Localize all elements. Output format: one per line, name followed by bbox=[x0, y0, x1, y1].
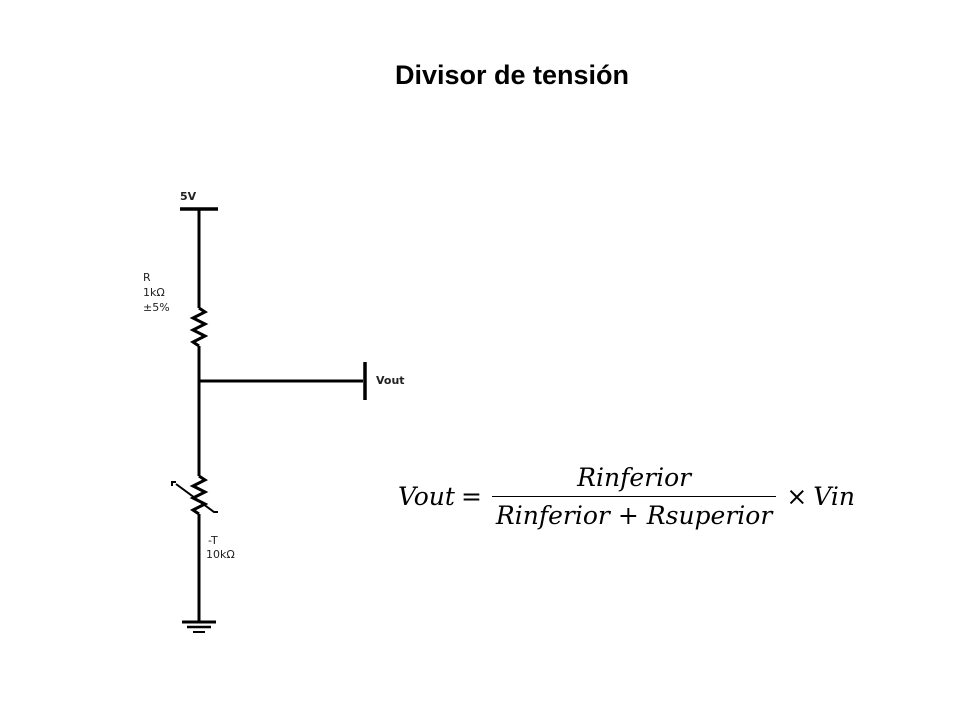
thermistor-type: -T bbox=[208, 534, 218, 547]
thermistor-arrow-head bbox=[171, 481, 176, 486]
formula-denominator: Rinferior+Rsuperior bbox=[491, 495, 777, 530]
page-title: Divisor de tensión bbox=[394, 60, 630, 90]
output-label: Vout bbox=[376, 374, 405, 387]
formula-fraction: Rinferior Rinferior+Rsuperior bbox=[491, 462, 777, 530]
formula-numerator: Rinferior bbox=[577, 462, 692, 492]
resistor-tolerance: ±5% bbox=[143, 301, 170, 314]
thermistor-arrow-line bbox=[175, 483, 218, 513]
resistor-symbol bbox=[189, 306, 209, 348]
formula-denominator-b: Rsuperior bbox=[646, 500, 773, 530]
formula-denominator-a: Rinferior bbox=[495, 500, 610, 530]
resistor-name: R bbox=[143, 271, 151, 284]
formula-equals: = bbox=[460, 481, 482, 511]
resistor-value: 1kΩ bbox=[143, 286, 165, 299]
formula-times: × bbox=[786, 481, 808, 511]
voltage-divider-formula: Vout = Rinferior Rinferior+Rsuperior × V… bbox=[398, 456, 855, 536]
formula-plus: + bbox=[617, 500, 639, 530]
thermistor-symbol bbox=[189, 474, 209, 516]
supply-label: 5V bbox=[180, 190, 197, 203]
formula-rhs: Vin bbox=[813, 481, 855, 511]
formula-lhs: Vout bbox=[398, 481, 455, 511]
thermistor-value: 10kΩ bbox=[206, 548, 235, 561]
